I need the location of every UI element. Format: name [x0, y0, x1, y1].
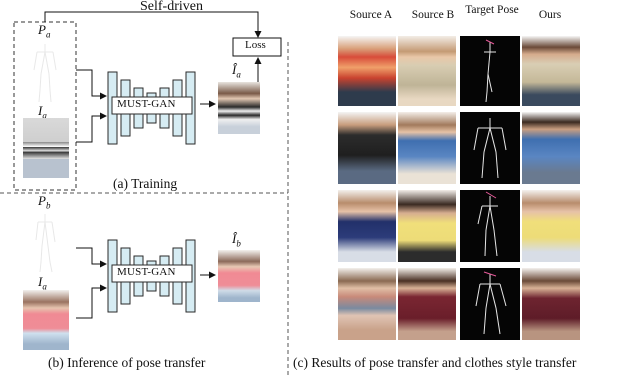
- col-header-target-pose: Target Pose: [465, 4, 519, 16]
- result-r2-source-b: [398, 112, 456, 184]
- result-r4-source-b: [398, 268, 456, 340]
- training-network-label: MUST-GAN: [117, 98, 176, 110]
- result-r2-ours: [522, 112, 580, 184]
- pose-a-skeleton: [33, 44, 57, 103]
- result-r1-source-b: [398, 36, 456, 106]
- col-header-ours: Ours: [538, 9, 562, 21]
- image-a-label: Ia: [38, 103, 47, 121]
- image-a-inf-arrow: [76, 284, 107, 319]
- pose-a-arrow: [76, 69, 107, 100]
- inference-network-label: MUST-GAN: [117, 266, 176, 278]
- result-r1-source-a: [338, 36, 396, 106]
- pose-b-arrow: [76, 247, 107, 268]
- inference-network: [107, 239, 196, 313]
- loss-box: [232, 37, 282, 57]
- pose-a-label: Pa: [38, 22, 51, 40]
- output-b-label: Îb: [232, 231, 241, 249]
- col-header-source-a: Source A: [349, 9, 393, 21]
- image-a-photo: [23, 118, 69, 178]
- output-b-photo: [218, 250, 260, 302]
- result-r3-source-a: [338, 190, 396, 262]
- pose-b-label: Pb: [38, 193, 51, 211]
- result-r3-ours: [522, 190, 580, 262]
- image-a-inf-photo: [23, 290, 69, 350]
- self-driven-arrow: [44, 11, 262, 38]
- image-a-arrow: [76, 112, 107, 143]
- result-r4-ours: [522, 268, 580, 340]
- results-caption: (c) Results of pose transfer and clothes…: [293, 355, 577, 370]
- output-a-photo: [218, 82, 260, 134]
- training-caption: (a) Training: [113, 176, 178, 191]
- result-r2-source-a: [338, 112, 396, 184]
- inference-caption: (b) Inference of pose transfer: [48, 355, 206, 370]
- training-network: [107, 71, 196, 145]
- output-a-label: Îa: [232, 62, 241, 80]
- result-r1-ours: [522, 36, 580, 106]
- pose-b-skeleton: [35, 214, 56, 273]
- loss-label: Loss: [245, 39, 266, 51]
- col-header-source-b: Source B: [411, 9, 455, 21]
- self-driven-label: Self-driven: [140, 0, 203, 14]
- result-r3-source-b: [398, 190, 456, 262]
- image-a-inf-label: Ia: [38, 274, 47, 292]
- result-r4-source-a: [338, 268, 396, 340]
